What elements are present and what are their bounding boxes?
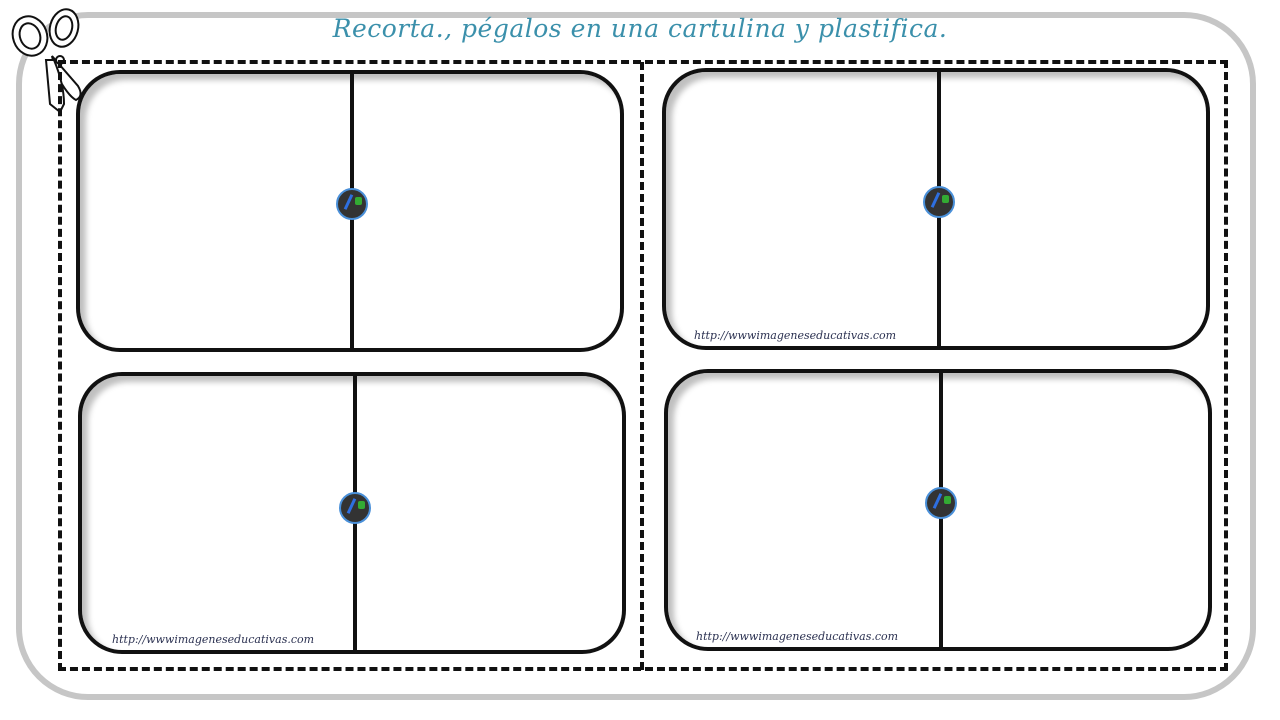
watermark-url: http://wwwimageneseducativas.com (112, 633, 315, 646)
domino-card: http://wwwimageneseducativas.com (664, 369, 1212, 651)
watermark-url: http://wwwimageneseducativas.com (694, 329, 897, 342)
domino-card: http://wwwimageneseducativas.com (662, 68, 1210, 350)
instruction-title: Recorta., pégalos en una cartulina y pla… (332, 14, 948, 43)
cut-line-vertical (640, 62, 644, 670)
domino-card (76, 70, 624, 352)
logo-icon (923, 186, 955, 218)
page-frame (16, 12, 1256, 700)
watermark-url: http://wwwimageneseducativas.com (696, 630, 899, 643)
logo-icon (339, 492, 371, 524)
logo-icon (336, 188, 368, 220)
domino-card: http://wwwimageneseducativas.com (78, 372, 626, 654)
logo-icon (925, 487, 957, 519)
